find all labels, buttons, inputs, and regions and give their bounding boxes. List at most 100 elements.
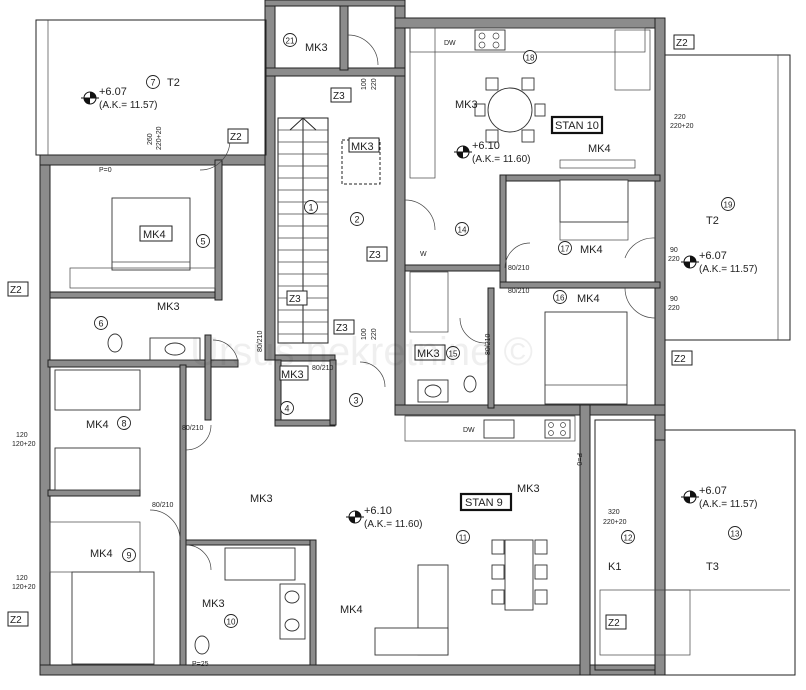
dim-label: DW (463, 427, 475, 434)
dim-label: 120+20 (12, 584, 36, 591)
level-ak: (A.K.= 11.57) (99, 100, 157, 111)
room-label-mk3-21: MK3 (305, 42, 328, 54)
dim-label: 220 (668, 305, 680, 312)
room-label-t2-19: T2 (706, 215, 719, 227)
dim-label: 80/210 (152, 502, 174, 509)
level-ak: (A.K.= 11.60) (472, 154, 530, 165)
level-value: +6.10 (472, 140, 500, 152)
dim-label: 90 (670, 296, 678, 303)
apartment-tags: STAN 10 STAN 9 (459, 115, 604, 512)
room-number: 14 (458, 226, 467, 235)
dim-label: 100 (361, 78, 368, 90)
apartment-stan-9: STAN 9 (465, 497, 503, 509)
room-label-mk3-hall: MK3 (250, 493, 273, 505)
room-number: 18 (526, 54, 535, 63)
room-number: 6 (98, 319, 103, 329)
room-number-circle (349, 393, 363, 407)
room-number: 19 (724, 201, 733, 210)
dim-label: 120+20 (12, 441, 36, 448)
room-label-mk4-8: MK4 (86, 419, 109, 431)
room-number: 13 (731, 530, 740, 539)
room-number-circle (117, 416, 131, 430)
z-tags: Z2 Z2 Z2 Z2 Z2 Z2 Z3 Z3 Z3 Z3 (7, 34, 695, 630)
z-tag: Z3 (289, 294, 301, 305)
room-label-t3: T3 (706, 561, 719, 573)
room-number-circle (523, 50, 537, 64)
room-label-mk4-11: MK4 (340, 604, 363, 616)
room-label-k1: K1 (608, 561, 621, 573)
level-marker: +6.10 (A.K.= 11.60) (454, 140, 530, 165)
z-tag: Z2 (10, 615, 22, 626)
dim-label: W (420, 251, 427, 258)
z-tag: Z2 (674, 354, 686, 365)
room-number: 8 (121, 419, 126, 429)
room-label-mk3-2: MK3 (351, 141, 374, 153)
room-labels: MK3 MK3 MK4 MK3 MK4 MK3 MK4 MK4 MK3 MK3 … (86, 42, 719, 616)
z-tag: Z3 (333, 91, 345, 102)
dim-label: 80/210 (508, 288, 530, 295)
level-marker: +6.07(A.K.= 11.57) (81, 86, 157, 111)
room-number-circle (621, 530, 635, 544)
watermark: Ursus nekretnine © (190, 330, 533, 374)
room-number: 21 (286, 37, 295, 46)
doors (149, 34, 656, 571)
room-number: 7 (150, 78, 155, 88)
dim-label: 80/210 (508, 265, 530, 272)
level-marker: +6.07(A.K.= 11.57) (681, 250, 757, 275)
dim-label: 90 (670, 247, 678, 254)
furniture (49, 27, 651, 665)
level-value: +6.07 (699, 250, 727, 262)
level-value: +6.10 (364, 505, 392, 517)
room-number-circle (721, 197, 735, 211)
room-number-circle (446, 346, 460, 360)
dim-label: 220 (371, 328, 378, 340)
room-number-circle (196, 234, 210, 248)
apartment-stan-10: STAN 10 (555, 120, 599, 132)
level-markers: +6.07 (A.K.= 11.57) +6.10 (A.K.= 11.60) +6.0… (81, 86, 757, 530)
dim-label: DW (444, 40, 456, 47)
level-value: +6.07 (699, 485, 727, 497)
dimensions: 100 220 100 220 80/210 80/210 80/210 80/… (12, 40, 694, 668)
dim-label: 100 (361, 328, 368, 340)
dim-label: P=0 (99, 167, 112, 174)
room-number-circle (553, 290, 567, 304)
dim-label: P=0 (575, 453, 582, 466)
room-number: 1 (308, 203, 313, 213)
room-number: 3 (353, 396, 358, 406)
room-number: 11 (459, 534, 468, 543)
room-number-circle (455, 222, 469, 236)
level-marker: +6.10 (A.K.= 11.60) (346, 505, 422, 530)
z-tag: Z2 (608, 618, 620, 629)
room-number: 9 (126, 551, 131, 561)
room-number-circle (94, 316, 108, 330)
dim-label: 80/210 (257, 330, 264, 352)
z-tag: Z3 (336, 323, 348, 334)
dim-label: 320 (608, 509, 620, 516)
dim-label: 220+20 (156, 126, 163, 150)
room-number: 16 (556, 294, 565, 303)
dim-label: 220 (668, 256, 680, 263)
room-number: 17 (561, 245, 570, 254)
room-label-mk3-18: MK3 (455, 99, 478, 111)
level-ak: (A.K.= 11.57) (699, 499, 757, 510)
level-ak: (A.K.= 11.60) (364, 519, 422, 530)
room-number: 2 (354, 215, 359, 225)
room-number: 5 (200, 237, 205, 247)
dim-label: 220 (371, 78, 378, 90)
dim-label: 80/210 (312, 365, 334, 372)
room-label-mk4-18: MK4 (588, 143, 611, 155)
dim-label: 120 (16, 432, 28, 439)
z-tag: Z2 (676, 38, 688, 49)
room-number-circle (350, 212, 364, 226)
room-number-circle (283, 33, 297, 47)
room-number-circle (728, 526, 742, 540)
level-marker: +6.07 (A.K.= 11.57) (681, 485, 757, 510)
room-number: 10 (227, 618, 236, 627)
room-number-circle (146, 75, 160, 89)
dim-label: 120 (16, 575, 28, 582)
room-label-mk3-4: MK3 (281, 369, 304, 381)
room-number: 12 (624, 534, 633, 543)
room-label-mk4-17: MK4 (580, 244, 603, 256)
room-label-mk3-11: MK3 (517, 483, 540, 495)
room-label-mk4-16: MK4 (577, 293, 600, 305)
